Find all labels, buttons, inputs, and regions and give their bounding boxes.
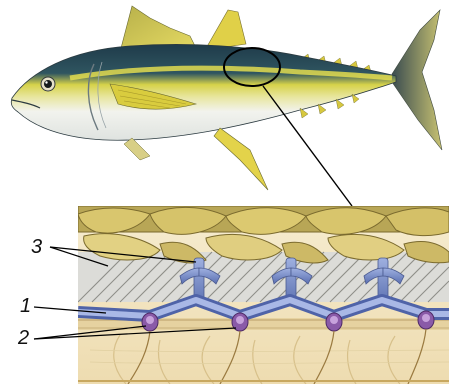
caudal-fin: [392, 10, 442, 150]
second-dorsal-fin: [205, 10, 246, 50]
label-3: 3: [31, 237, 42, 257]
label-1: 1: [20, 296, 31, 316]
pelvic-fin: [124, 138, 150, 160]
eye-icon: [41, 77, 55, 91]
anal-fin: [214, 128, 268, 190]
label-2: 2: [18, 328, 29, 348]
tissue-enlargement: [78, 206, 449, 384]
tuna-illustration: [11, 6, 442, 206]
fish-body: [11, 44, 396, 140]
